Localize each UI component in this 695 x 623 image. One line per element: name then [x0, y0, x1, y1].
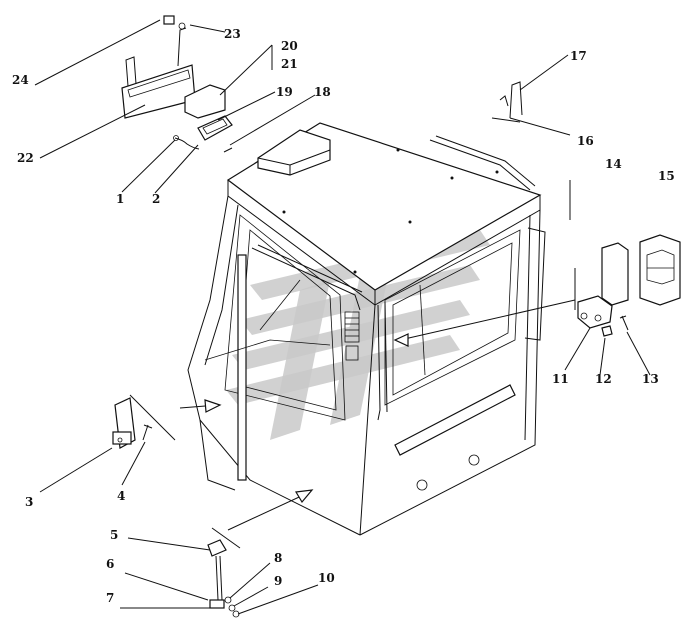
callout-4: 4	[117, 489, 125, 503]
step-assembly	[207, 539, 240, 618]
callout-labels: 24 23 22 20 21 19 18 1 2 17 16 14 15 11 …	[12, 27, 675, 605]
bolt-4	[142, 424, 153, 441]
nut-12	[601, 325, 613, 337]
callout-17: 17	[570, 49, 587, 63]
callout-7: 7	[106, 591, 114, 605]
bracket-11	[577, 295, 613, 329]
bolt-13	[619, 315, 629, 331]
callout-20: 20	[281, 39, 298, 53]
callout-15: 15	[658, 169, 675, 183]
callout-22: 22	[17, 151, 34, 165]
callout-19: 19	[276, 85, 293, 99]
callout-1: 1	[116, 192, 124, 206]
lamp-parts	[173, 84, 233, 153]
callout-3: 3	[25, 495, 33, 509]
hook-17	[499, 81, 523, 119]
callout-23: 23	[224, 27, 241, 41]
callout-9: 9	[274, 574, 282, 588]
panel-14	[601, 242, 629, 306]
bracket-3	[112, 397, 136, 449]
callout-16: 16	[577, 134, 594, 148]
callout-5: 5	[110, 528, 118, 542]
box-15	[639, 234, 681, 306]
cab-body	[187, 122, 546, 536]
callout-11: 11	[552, 372, 569, 386]
callout-2: 2	[152, 192, 160, 206]
leader-lines	[34, 19, 651, 615]
callout-8: 8	[274, 551, 282, 565]
callout-14: 14	[605, 157, 622, 171]
callout-13: 13	[642, 372, 659, 386]
callout-12: 12	[595, 372, 612, 386]
callout-21: 21	[281, 57, 298, 71]
callout-6: 6	[106, 557, 114, 571]
callout-10: 10	[318, 571, 335, 585]
callout-24: 24	[12, 73, 29, 87]
visor-assembly	[121, 15, 196, 119]
callout-18: 18	[314, 85, 331, 99]
